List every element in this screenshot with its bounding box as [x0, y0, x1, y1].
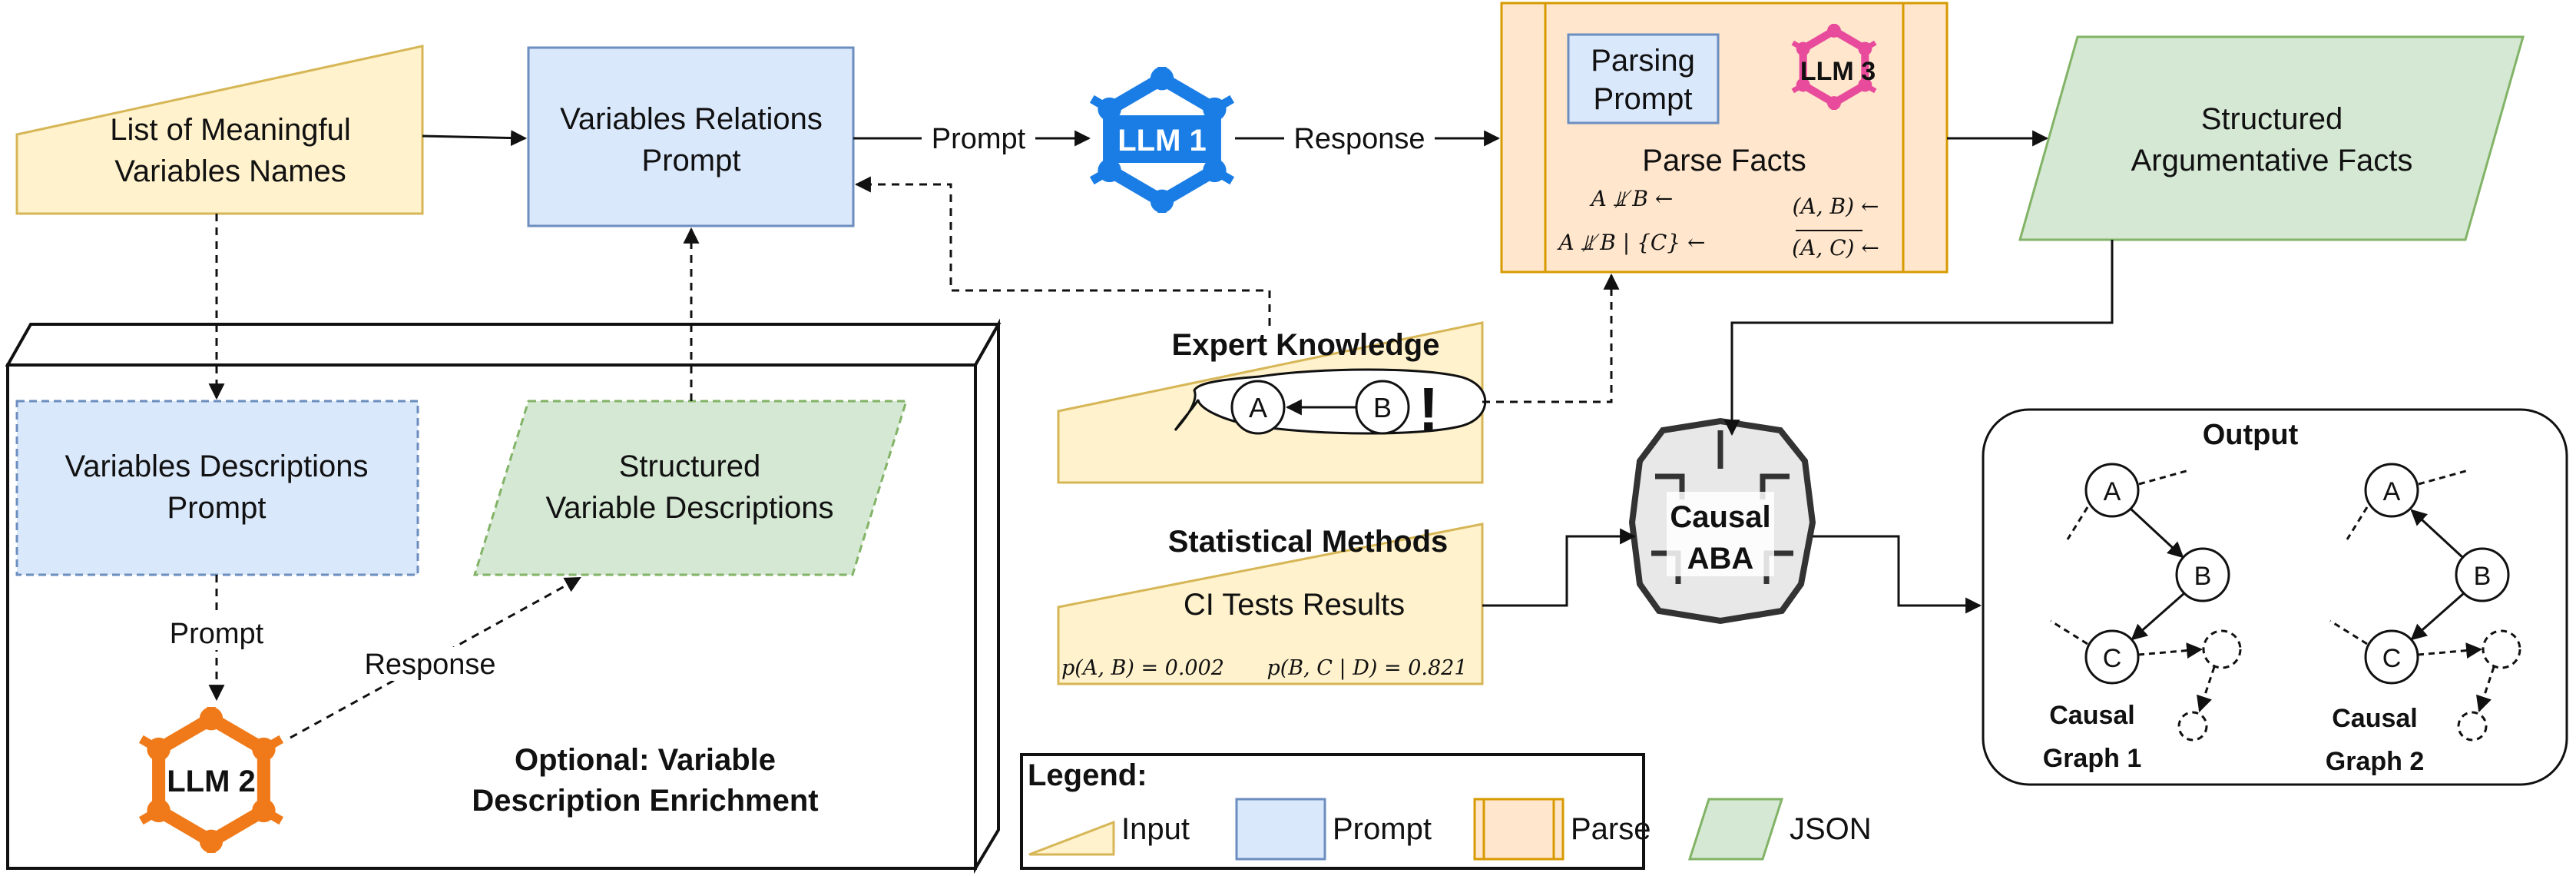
expert-node-b: B	[1373, 392, 1392, 423]
structured-desc-line1: Structured	[619, 450, 761, 483]
legend-title: Legend:	[1028, 758, 1147, 792]
desc-prompt-line1: Variables Descriptions	[65, 450, 369, 483]
g1-node-c: C	[2103, 644, 2122, 673]
edge-stats-to-aba	[1482, 528, 1637, 607]
legend-json-swatch	[1687, 798, 1784, 861]
expert-exclamation-mark: !	[1419, 375, 1439, 443]
graph1-label-line2: Graph 1	[2043, 744, 2141, 773]
parsing-prompt-line1: Parsing	[1591, 44, 1695, 78]
edge-facts-to-aba	[1723, 240, 2114, 436]
causal-aba-node: Causal ABA	[1628, 417, 1816, 625]
relations-prompt-line1: Variables Relations	[560, 102, 823, 136]
structured-facts-line1: Structured	[2201, 102, 2343, 136]
edge-aba-to-output	[1813, 535, 1982, 614]
legend-parse-swatch	[1473, 798, 1564, 861]
edge-label-response-side: Response	[364, 649, 495, 681]
llm1-node: LLM 1	[1092, 67, 1232, 213]
list-variables-input: List of Meaningful Variables Names	[15, 45, 424, 215]
legend-parse-label: Parse	[1571, 812, 1651, 846]
variables-descriptions-prompt: Variables Descriptions Prompt	[15, 400, 419, 576]
statistical-methods-title: Statistical Methods	[1168, 525, 1449, 559]
relations-prompt-line2: Prompt	[642, 144, 741, 178]
legend-input-swatch	[1028, 820, 1115, 856]
list-input-line1: List of Meaningful	[110, 113, 351, 147]
desc-prompt-line2: Prompt	[167, 491, 267, 525]
fact-4: (A, C) ←	[1792, 235, 1879, 260]
causal-graph-2: A B C Causal Graph 2	[2326, 463, 2521, 776]
parsing-prompt-sub-box	[1567, 33, 1720, 124]
edge-expert-to-prompt	[854, 176, 1271, 326]
parse-facts-box: Parsing Prompt LLM 3 Parse Facts A ⫫̸ B …	[1500, 2, 1949, 274]
legend-input-label: Input	[1121, 812, 1190, 846]
list-input-line2: Variables Names	[114, 154, 346, 188]
expert-node-a: A	[1249, 392, 1267, 423]
structured-argumentative-facts: Structured Argumentative Facts	[2018, 35, 2525, 241]
g1-node-a: A	[2104, 477, 2121, 506]
ci-formula-1: p(A, B) = 0.002	[1061, 656, 1224, 680]
edge-label-prompt-top: Prompt	[932, 123, 1026, 155]
g2-node-c: C	[2382, 644, 2402, 673]
causal-aba-line2: ABA	[1687, 542, 1754, 576]
fact-1: A ⫫̸ B ←	[1589, 186, 1674, 211]
structured-facts-line2: Argumentative Facts	[2131, 144, 2413, 178]
edge-label-response-top: Response	[1293, 123, 1425, 155]
expert-knowledge-input: Expert Knowledge A B !	[1057, 321, 1487, 484]
ci-tests-label: CI Tests Results	[1184, 588, 1405, 622]
parsing-prompt-line2: Prompt	[1594, 82, 1693, 116]
causal-aba-line1: Causal	[1670, 500, 1770, 534]
llm2-node: LLM 2	[141, 707, 281, 853]
llm2-label: LLM 2	[167, 765, 256, 798]
graph2-label-line2: Graph 2	[2326, 747, 2424, 776]
legend-prompt-label: Prompt	[1333, 812, 1432, 846]
g1-node-b: B	[2194, 562, 2212, 591]
llm1-label: LLM 1	[1117, 124, 1207, 158]
edge-list-to-prompt	[422, 130, 528, 147]
statistical-methods-input: Statistical Methods CI Tests Results p(A…	[1057, 523, 1484, 685]
legend: Legend: Input Prompt Parse JSON	[1020, 753, 1872, 870]
optional-title-line1: Optional: Variable	[515, 743, 776, 777]
edge-expert-to-parse	[1482, 273, 1620, 403]
g2-node-b: B	[2474, 562, 2492, 591]
g2-node-a: A	[2383, 477, 2401, 506]
fact-2: (A, B) ←	[1793, 194, 1879, 219]
ci-formula-2: p(B, C | D) = 0.821	[1266, 656, 1467, 680]
llm3-label: LLM 3	[1800, 57, 1876, 86]
output-title: Output	[2203, 419, 2299, 451]
output-box: Output A B C Causal Graph 1 A B	[1982, 408, 2568, 786]
fact-3: A ⫫̸ B | {C} ←	[1557, 230, 1706, 255]
structured-desc-line2: Variable Descriptions	[546, 491, 834, 525]
causal-graph-1: A B C Causal Graph 1	[2043, 463, 2242, 773]
edges: Prompt Response Prompt Response	[154, 121, 2114, 739]
parse-facts-title: Parse Facts	[1642, 144, 1806, 178]
expert-knowledge-title: Expert Knowledge	[1172, 328, 1440, 362]
edge-label-prompt-side: Prompt	[170, 618, 264, 650]
structured-variable-descriptions: Structured Variable Descriptions	[472, 400, 909, 576]
graph1-label-line1: Causal	[2049, 701, 2135, 730]
legend-prompt-swatch	[1235, 798, 1326, 861]
optional-title-line2: Description Enrichment	[472, 784, 818, 818]
graph2-label-line1: Causal	[2332, 704, 2418, 733]
variables-relations-prompt: Variables Relations Prompt	[527, 46, 855, 227]
legend-json-label: JSON	[1790, 812, 1872, 846]
